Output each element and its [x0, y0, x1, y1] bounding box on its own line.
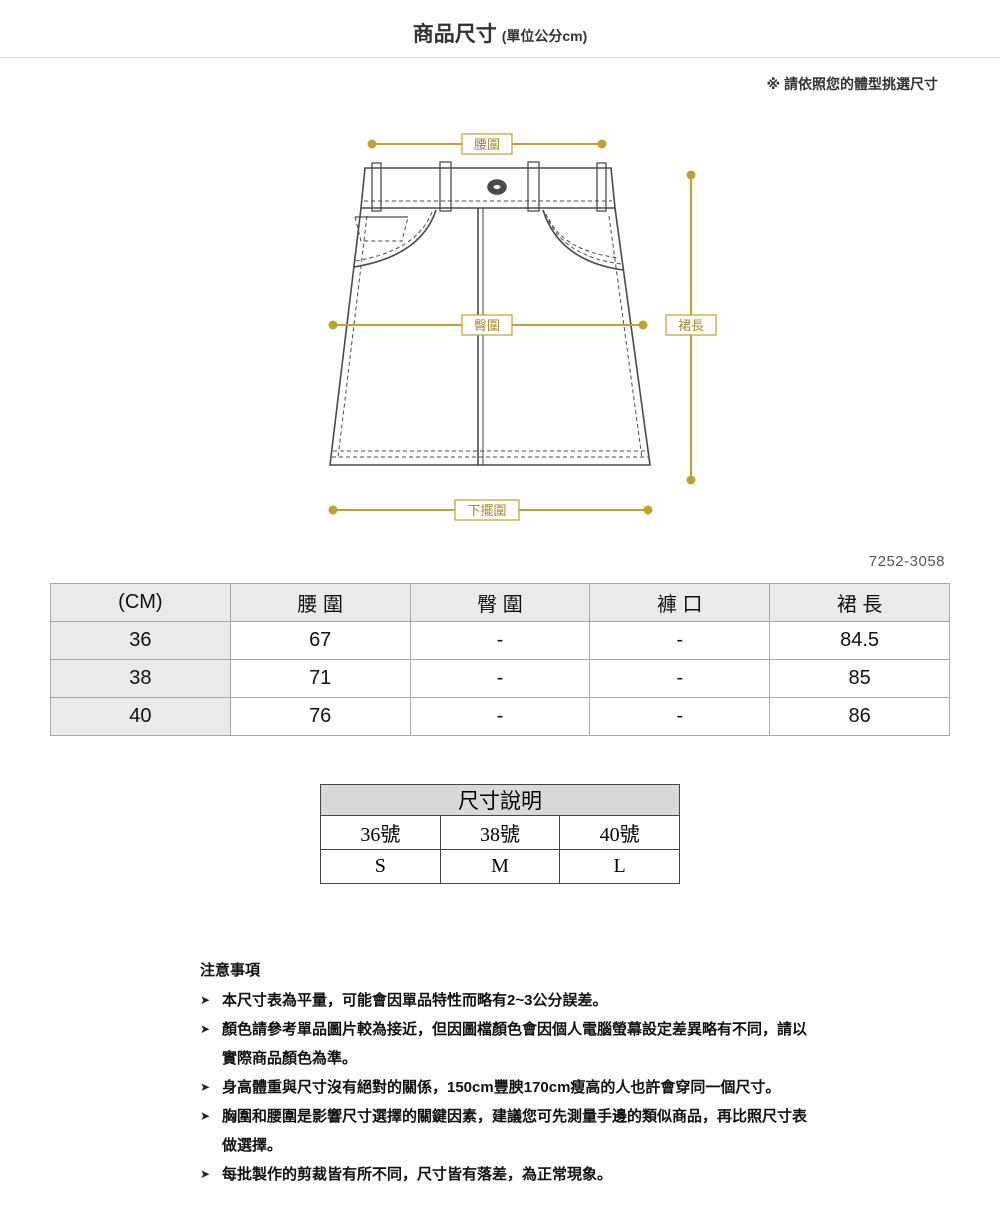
- value-cell: 86: [769, 697, 950, 736]
- arrow-bullet-icon: ➤: [200, 1080, 211, 1094]
- col-header-waist: 腰 圍: [229, 583, 411, 622]
- arrow-bullet-icon: ➤: [200, 1109, 211, 1123]
- header-divider: [0, 57, 1000, 58]
- value-cell: 84.5: [769, 621, 950, 660]
- value-cell: -: [589, 621, 771, 660]
- size-table: (CM) 腰 圍 臀 圍 褲 口 裙 長 36 67 - - 84.5 38 7…: [50, 583, 950, 736]
- skirt-diagram: 腰圍 臀圍 裙長 下擺圍: [328, 133, 717, 521]
- value-cell: -: [409, 697, 591, 736]
- note-text: 胸圍和腰圍是影響尺寸選擇的關鍵因素，建議您可先測量手邊的類似商品，再比照尺寸表做…: [222, 1108, 808, 1154]
- intl-size-cell: S: [320, 849, 441, 884]
- table-row: 36 67 - - 84.5: [50, 621, 950, 660]
- explain-title-row: 尺寸說明: [320, 784, 680, 816]
- note-text: 身高體重與尺寸沒有絕對的關係，150cm豐腴170cm瘦高的人也許會穿同一個尺寸…: [222, 1079, 781, 1096]
- waist-label: 腰圍: [474, 137, 500, 152]
- length-label: 裙長: [678, 318, 704, 333]
- skirt-outline: [329, 161, 651, 466]
- value-cell: 67: [229, 621, 411, 660]
- explain-sizes-row: 36號 38號 40號: [320, 815, 680, 850]
- note-text: 本尺寸表為平量，可能會因單品特性而略有2~3公分誤差。: [222, 992, 608, 1009]
- col-header-cm: (CM): [50, 583, 231, 622]
- note-text: 顏色請參考單品圖片較為接近，但因圖檔顏色會因個人電腦螢幕設定差異略有不同，請以實…: [222, 1021, 808, 1067]
- size-cell: 40: [50, 697, 231, 736]
- notes-title: 注意事項: [200, 962, 261, 979]
- value-cell: 76: [229, 697, 411, 736]
- intl-size-cell: M: [439, 849, 561, 884]
- size-cell: 38: [50, 659, 231, 698]
- hem-label: 下擺圍: [467, 503, 506, 518]
- col-header-length: 裙 長: [769, 583, 950, 622]
- note-item: ➤ 本尺寸表為平量，可能會因單品特性而略有2~3公分誤差。: [200, 986, 880, 1015]
- size-number-cell: 40號: [559, 815, 680, 850]
- note-text: 每批製作的剪裁皆有所不同，尺寸皆有落差，為正常現象。: [222, 1166, 613, 1183]
- note-item: ➤ 身高體重與尺寸沒有絕對的關係，150cm豐腴170cm瘦高的人也許會穿同一個…: [200, 1073, 880, 1102]
- belt-loop: [527, 161, 540, 212]
- intl-size-cell: L: [559, 849, 680, 884]
- size-table-header-row: (CM) 腰 圍 臀 圍 褲 口 裙 長: [50, 583, 950, 622]
- arrow-bullet-icon: ➤: [200, 993, 211, 1007]
- value-cell: -: [409, 659, 591, 698]
- value-cell: 71: [229, 659, 411, 698]
- arrow-bullet-icon: ➤: [200, 1022, 211, 1036]
- value-cell: -: [589, 659, 771, 698]
- note-item: ➤ 顏色請參考單品圖片較為接近，但因圖檔顏色會因個人電腦螢幕設定差異略有不同，請…: [200, 1015, 880, 1073]
- page-subtitle: (單位公分cm): [501, 28, 588, 44]
- col-header-hip: 臀 圍: [409, 583, 591, 622]
- belt-loop: [439, 161, 452, 212]
- hip-label: 臀圍: [474, 318, 500, 333]
- size-explain-table: 尺寸說明 36號 38號 40號 S M L: [320, 784, 680, 884]
- col-header-legopening: 褲 口: [589, 583, 771, 622]
- belt-loop: [596, 162, 607, 212]
- product-code: 7252-3058: [868, 553, 945, 570]
- notes-section: 注意事項 ➤ 本尺寸表為平量，可能會因單品特性而略有2~3公分誤差。 ➤ 顏色請…: [200, 956, 880, 1189]
- fit-note: ※ 請依照您的體型挑選尺寸: [766, 76, 939, 92]
- belt-loop: [371, 162, 382, 212]
- value-cell: -: [589, 697, 771, 736]
- note-item: ➤ 胸圍和腰圍是影響尺寸選擇的關鍵因素，建議您可先測量手邊的類似商品，再比照尺寸…: [200, 1102, 880, 1160]
- size-number-cell: 38號: [439, 815, 561, 850]
- measurement-labels: 腰圍 臀圍 裙長 下擺圍: [454, 133, 717, 521]
- explain-title: 尺寸說明: [320, 784, 680, 816]
- explain-intl-row: S M L: [320, 849, 680, 884]
- page-title: 商品尺寸: [412, 23, 497, 46]
- page-header: 商品尺寸(單位公分cm): [0, 18, 1000, 48]
- value-cell: 85: [769, 659, 950, 698]
- size-cell: 36: [50, 621, 231, 660]
- value-cell: -: [409, 621, 591, 660]
- table-row: 38 71 - - 85: [50, 659, 950, 698]
- table-row: 40 76 - - 86: [50, 697, 950, 736]
- arrow-bullet-icon: ➤: [200, 1167, 211, 1181]
- size-number-cell: 36號: [320, 815, 441, 850]
- note-item: ➤ 每批製作的剪裁皆有所不同，尺寸皆有落差，為正常現象。: [200, 1160, 880, 1189]
